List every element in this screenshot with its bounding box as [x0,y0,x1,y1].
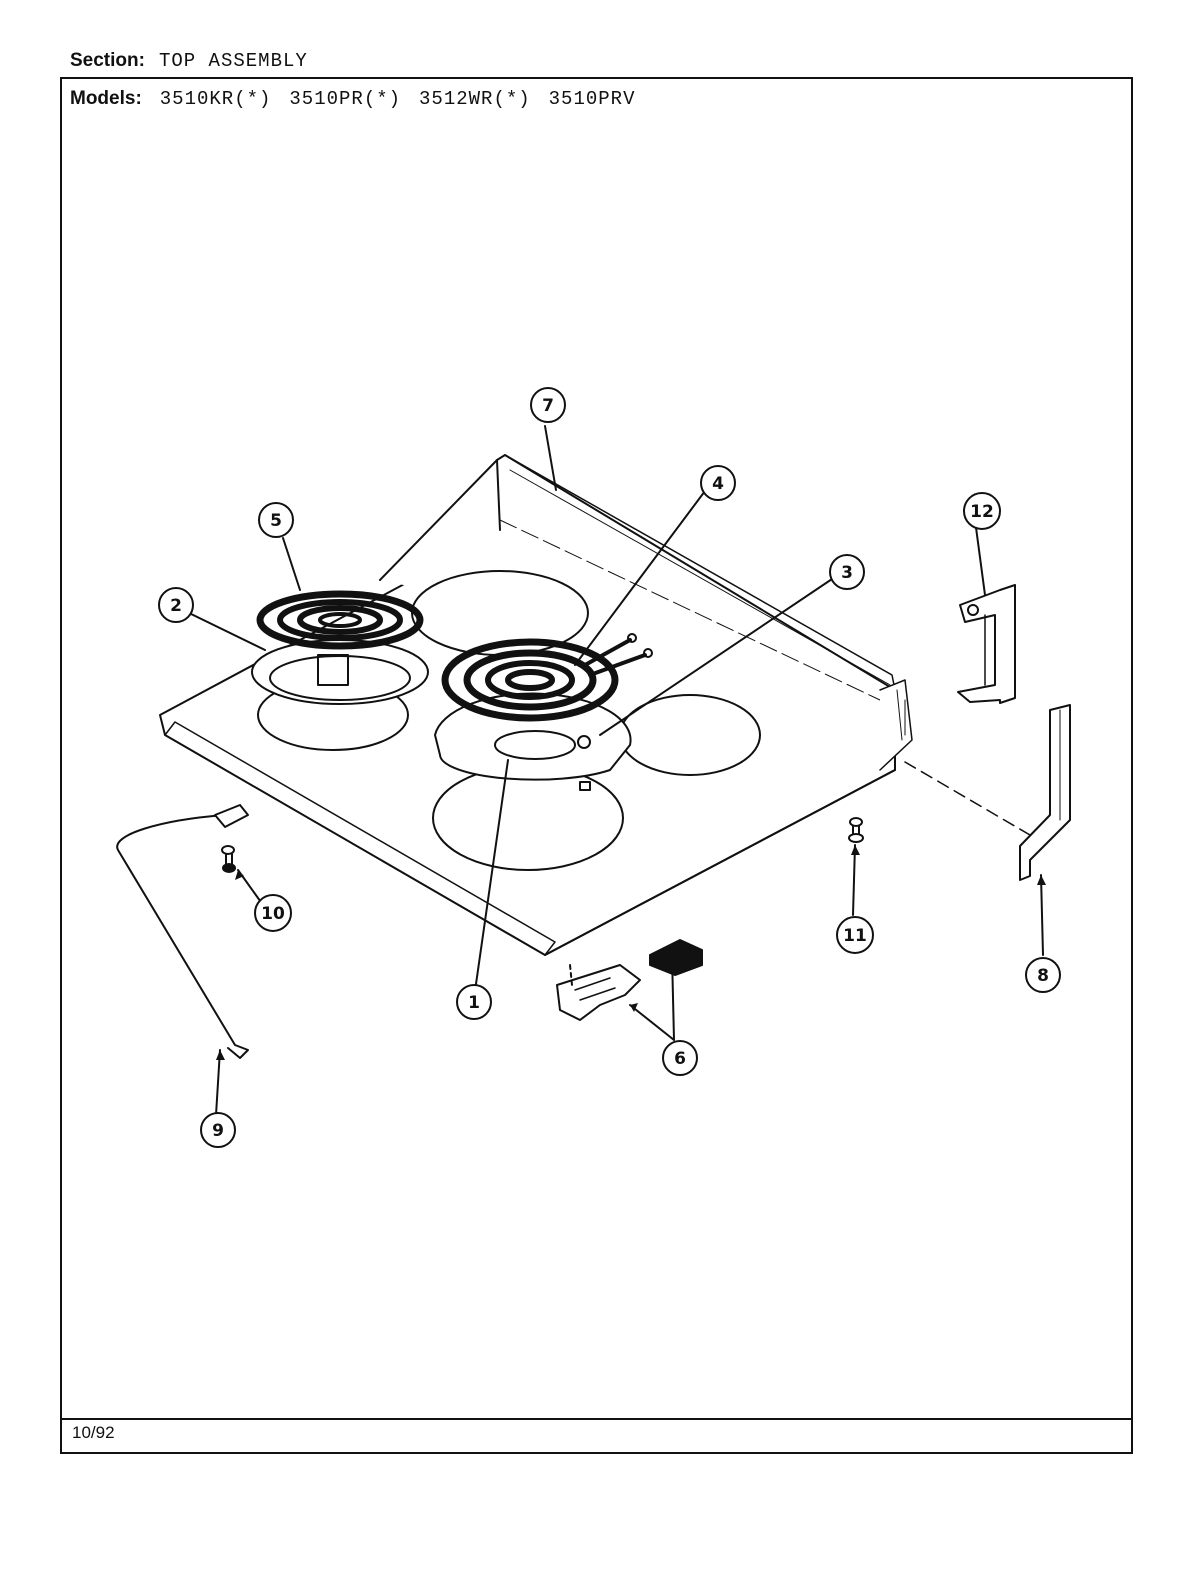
callout-9 [200,1112,236,1148]
callout-label-5: 5 [270,511,282,531]
screw-10 [221,845,236,873]
models-header: Models: 3510KR(*) 3510PR(*) 3512WR(*) 3510PR… [70,88,635,110]
diagram-frame [60,77,1133,1454]
callout-1 [456,984,492,1020]
callout-label-9: 9 [212,1121,224,1141]
section-label: Section: [70,50,145,71]
terminal-cover [649,939,703,976]
drip-pan-left [251,639,429,705]
callout-4 [700,465,736,501]
section-header: Section: TOP ASSEMBLY [70,50,308,72]
callout-7 [530,387,566,423]
model-2: 3510PR(*) [289,88,402,110]
screw-11 [848,817,864,843]
trim-strip [1019,704,1071,881]
side-bracket [957,584,1016,704]
callout-label-2: 2 [170,596,182,616]
terminal-block [556,964,641,1021]
revision-date: 10/92 [72,1423,115,1442]
models-label: Models: [70,88,142,109]
model-3: 3512WR(*) [419,88,531,110]
callout-3 [829,554,865,590]
callout-label-8: 8 [1037,966,1049,986]
ground-wire [116,804,249,1059]
surface-element-right [441,633,653,722]
callout-2 [158,587,194,623]
callout-label-4: 4 [712,474,724,494]
callout-6 [662,1040,698,1076]
surface-element-left [256,590,424,650]
callout-8 [1025,957,1061,993]
callout-5 [258,502,294,538]
model-4: 3510PRV [548,88,636,110]
receptacle-screw [577,735,591,791]
callout-label-3: 3 [841,563,853,583]
callout-12 [963,492,1001,530]
callout-label-12: 12 [970,502,994,522]
footer-divider [60,1418,1133,1420]
section-title: TOP ASSEMBLY [158,50,308,72]
callout-label-6: 6 [674,1049,686,1069]
model-1: 3510KR(*) [159,88,272,110]
callout-11 [836,916,874,954]
callout-label-11: 11 [843,926,867,946]
callout-label-10: 10 [261,904,285,924]
callout-10 [254,894,292,932]
callout-label-1: 1 [468,993,480,1013]
callout-label-7: 7 [542,396,554,416]
